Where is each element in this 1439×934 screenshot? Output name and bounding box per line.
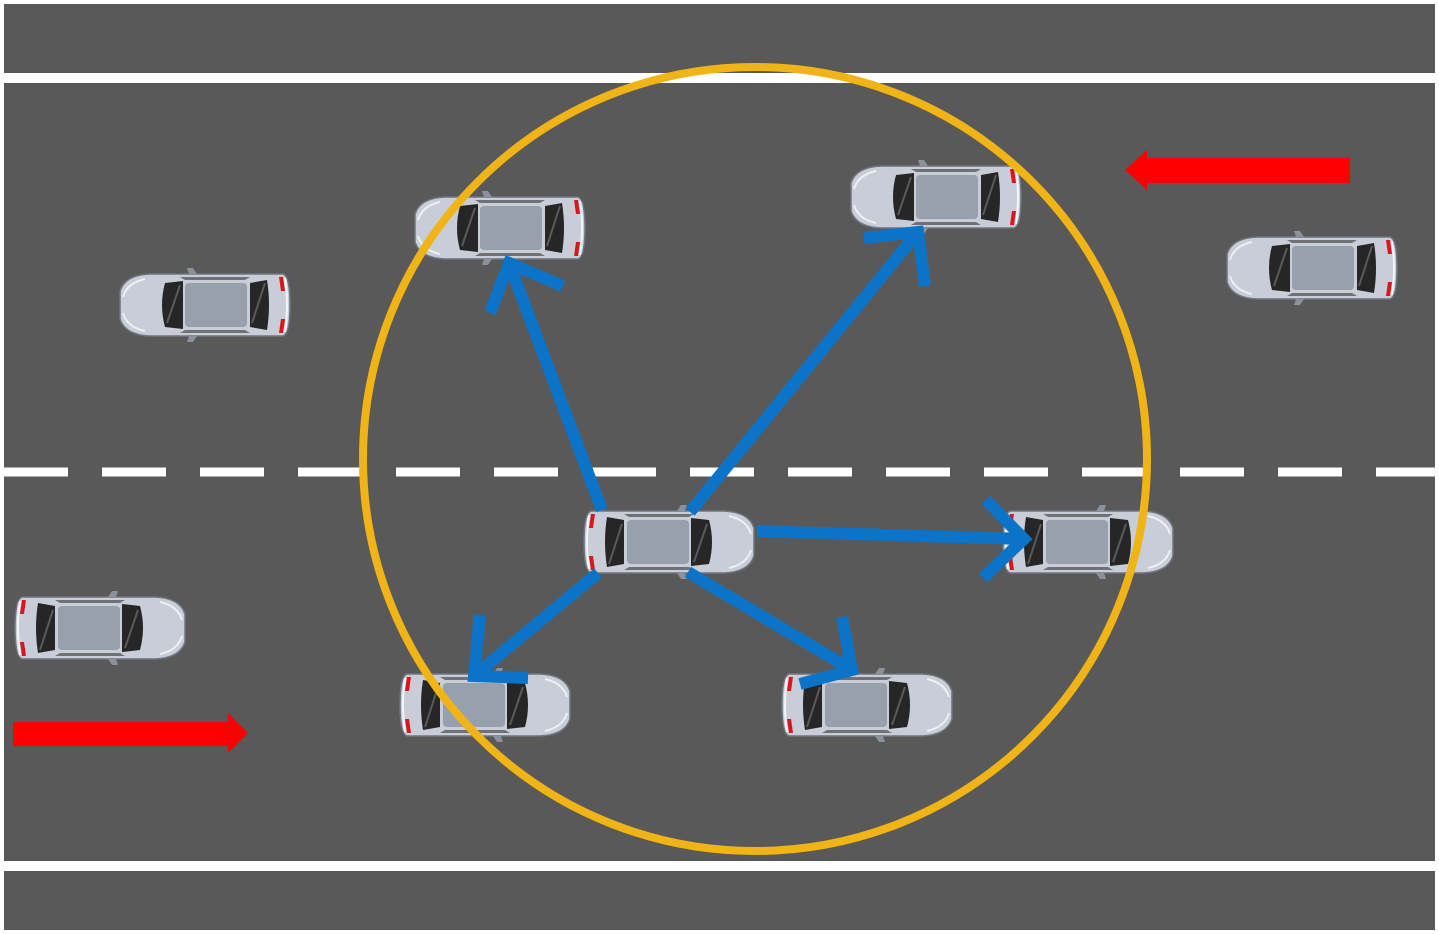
link-arrow-lower-left [467, 568, 602, 684]
communication-range-circle [359, 63, 1151, 855]
direction-arrow-right-icon [13, 713, 248, 753]
link-arrow-upper-right [685, 225, 931, 516]
solid-lane-line-top [4, 73, 1435, 83]
link-arrow-upper-left [484, 255, 608, 513]
solid-lane-line-bottom [4, 861, 1435, 871]
car-center-icon [583, 504, 755, 580]
link-arrow-right [756, 495, 1033, 583]
v2v-links [467, 225, 1033, 690]
car-upper-left-far-icon [119, 267, 291, 343]
car-lower-left-far-icon [14, 590, 186, 666]
car-upper-right-neighbor-icon [850, 159, 1022, 235]
car-upper-right-far-icon [1226, 230, 1398, 306]
link-arrow-lower-right [684, 566, 859, 690]
direction-arrow-left-icon [1125, 150, 1350, 190]
